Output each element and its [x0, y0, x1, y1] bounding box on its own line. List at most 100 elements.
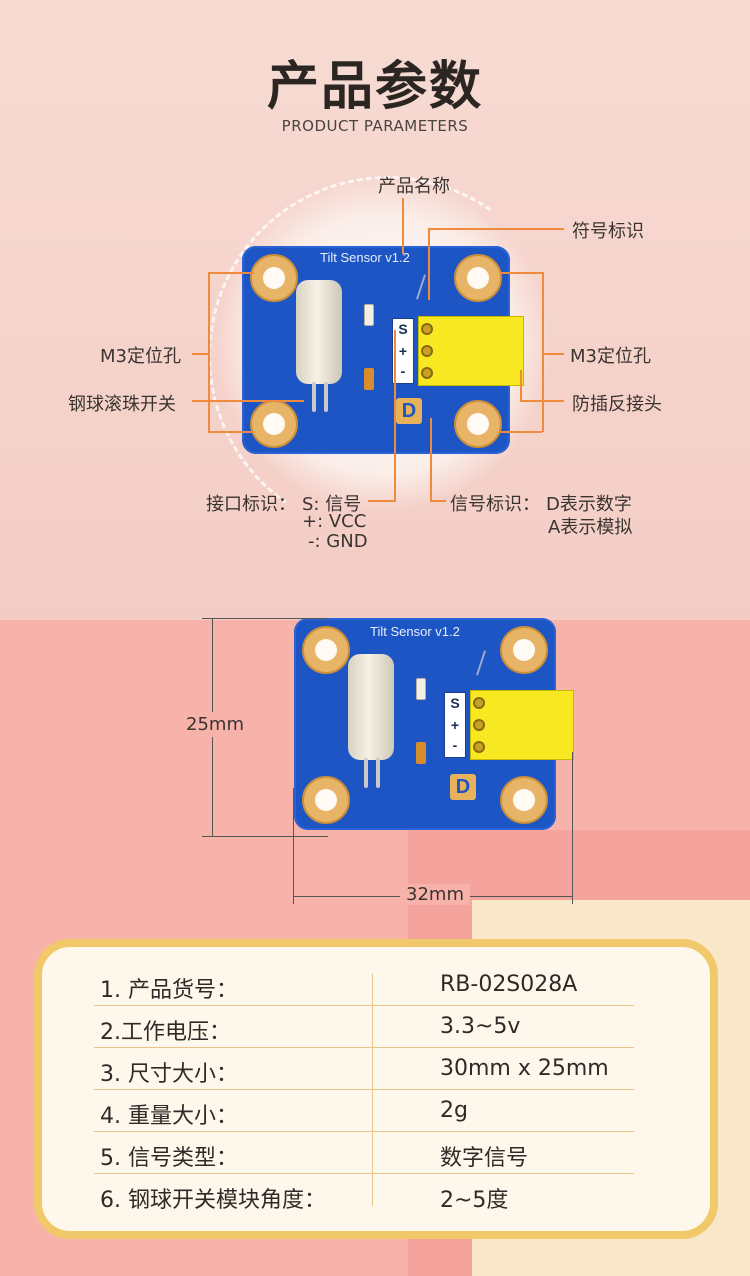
leader-m3-left-bottom [208, 431, 254, 433]
pin-label-plus: + [398, 343, 408, 359]
page-title: 产品参数 [266, 57, 483, 117]
board-silkscreen-title: Tilt Sensor v1.2 [320, 250, 410, 265]
leader-interface-v [394, 330, 396, 502]
leader-m3-right-bottom [500, 431, 542, 433]
sensor-board-dimension: Tilt Sensor v1.2 S + - D [294, 618, 574, 830]
leader-signal-h [430, 500, 446, 502]
smd-led [416, 742, 426, 764]
spec-column-divider [372, 974, 373, 1206]
pin-pad [473, 741, 485, 753]
ball-switch-tube [348, 654, 394, 760]
mounting-hole-bottom-left [302, 776, 350, 824]
spec-row: 2.工作电压： 3.3~5v [94, 1006, 634, 1048]
spec-key: 1. 产品货号： [100, 978, 238, 1003]
pin-label-plus: + [450, 717, 460, 733]
pin-pad [421, 345, 433, 357]
spec-key: 3. 尺寸大小： [100, 1062, 238, 1087]
pin-pad [473, 719, 485, 731]
ball-switch-tube [296, 280, 342, 384]
pin-pad [421, 323, 433, 335]
header-connector [470, 690, 574, 760]
page-subtitle: PRODUCT PARAMETERS [281, 117, 469, 135]
label-signal: 信号标识： [450, 494, 540, 515]
label-ball-switch: 钢球滚珠开关 [68, 394, 176, 415]
digital-signal-logo: D [450, 774, 476, 800]
label-signal-a: A表示模拟 [548, 517, 633, 538]
pin-label-minus: - [452, 737, 458, 753]
mounting-hole-top-left [302, 626, 350, 674]
spec-row: 4. 重量大小： 2g [94, 1090, 634, 1132]
leader-symbol-mark-v [428, 228, 430, 300]
spec-key: 5. 信号类型： [100, 1146, 238, 1171]
tilt-symbol-mark [416, 274, 426, 300]
spec-value: 30mm x 25mm [440, 1056, 609, 1081]
smd-resistor [364, 304, 374, 326]
spec-row: 6. 钢球开关模块角度： 2~5度 [94, 1174, 634, 1216]
leader-product-name [402, 198, 404, 254]
leader-m3-left-h [192, 353, 208, 355]
dim-height-bottom-ext [202, 836, 328, 837]
label-interface-minus: -: GND [308, 531, 368, 552]
label-m3-right: M3定位孔 [570, 346, 651, 367]
spec-key: 2.工作电压： [100, 1020, 231, 1045]
leader-anti-reverse-h [520, 400, 564, 402]
spec-row: 5. 信号类型： 数字信号 [94, 1132, 634, 1174]
ball-switch-leg [376, 758, 380, 788]
tilt-symbol-mark [476, 650, 486, 676]
mounting-hole-bottom-left [250, 400, 298, 448]
leader-m3-left-v [208, 272, 210, 432]
smd-led [364, 368, 374, 390]
label-interface: 接口标识： [206, 494, 296, 515]
mounting-hole-bottom-right [500, 776, 548, 824]
spec-value: 2g [440, 1098, 468, 1123]
digital-signal-logo: D [396, 398, 422, 424]
label-signal-d: D表示数字 [546, 494, 632, 515]
mounting-hole-bottom-right [454, 400, 502, 448]
spec-value: 3.3~5v [440, 1014, 521, 1039]
label-interface-plus: +: VCC [302, 511, 367, 532]
leader-anti-reverse-v [520, 370, 522, 402]
label-symbol-mark: 符号标识 [572, 221, 644, 242]
leader-signal-v [430, 418, 432, 502]
leader-m3-right-v [542, 272, 544, 432]
dim-height-top-ext [202, 618, 328, 619]
dim-height-label: 25mm [186, 712, 244, 737]
ball-switch-leg [364, 758, 368, 788]
board-silkscreen-title: Tilt Sensor v1.2 [370, 624, 460, 639]
leader-symbol-mark-h [428, 228, 564, 230]
pin-label-s: S [450, 695, 460, 711]
label-interface-s: S: 信号 [302, 494, 362, 515]
pin-pad [473, 697, 485, 709]
leader-m3-left-top [208, 272, 254, 274]
label-anti-reverse: 防插反接头 [572, 394, 662, 415]
spec-value: 2~5度 [440, 1188, 509, 1213]
spec-row: 3. 尺寸大小： 30mm x 25mm [94, 1048, 634, 1090]
spec-value: RB-02S028A [440, 972, 578, 997]
ball-switch-leg [312, 382, 316, 412]
spec-key: 4. 重量大小： [100, 1104, 238, 1129]
ball-switch-leg [324, 382, 328, 412]
leader-m3-right-h [542, 353, 564, 355]
pin-label-box: S + - [392, 318, 414, 384]
pin-label-s: S [398, 321, 408, 337]
label-product-name: 产品名称 [378, 176, 450, 197]
pin-pad [421, 367, 433, 379]
smd-resistor [416, 678, 426, 700]
spec-key: 6. 钢球开关模块角度： [100, 1188, 326, 1213]
spec-row: 1. 产品货号： RB-02S028A [94, 964, 634, 1006]
leader-ball-switch [192, 400, 304, 402]
spec-value: 数字信号 [440, 1146, 529, 1171]
leader-interface-h [368, 500, 396, 502]
mounting-hole-top-left [250, 254, 298, 302]
pin-label-box: S + - [444, 692, 466, 758]
mounting-hole-top-right [500, 626, 548, 674]
mounting-hole-top-right [454, 254, 502, 302]
dim-width-label: 32mm [400, 884, 470, 905]
pin-label-minus: - [400, 363, 406, 379]
leader-m3-right-top [500, 272, 542, 274]
dim-width-left-ext [293, 788, 294, 904]
label-m3-left: M3定位孔 [100, 346, 181, 367]
dim-width-right-ext [572, 752, 573, 904]
sensor-board-annotated: Tilt Sensor v1.2 S + - D [242, 246, 524, 454]
header-connector [418, 316, 524, 386]
